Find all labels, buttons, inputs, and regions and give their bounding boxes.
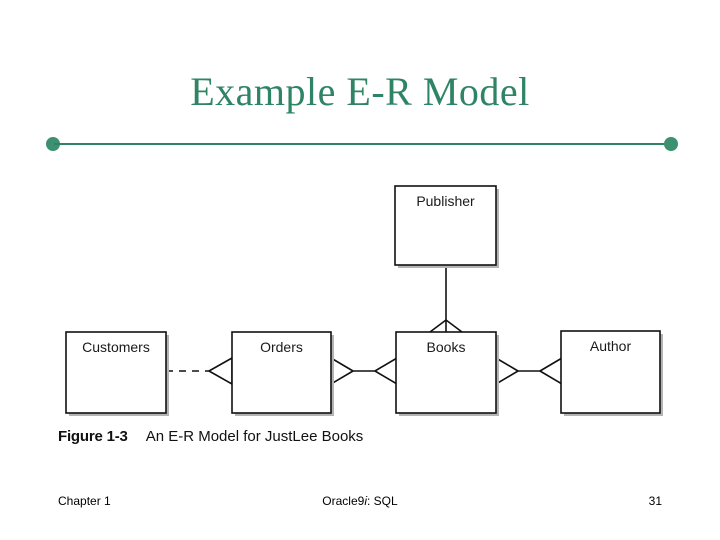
divider-dot-left-icon (46, 137, 60, 151)
relationship-customers-orders (166, 357, 233, 385)
relationship-orders-books (330, 357, 398, 385)
entity-author[interactable]: Author (560, 330, 663, 416)
title-divider (46, 135, 680, 153)
figure-caption: Figure 1-3 An E-R Model for JustLee Books (58, 428, 363, 445)
entity-customers[interactable]: Customers (65, 331, 169, 416)
divider-line (54, 143, 672, 145)
entity-books[interactable]: Books (395, 331, 499, 416)
entity-label-orders: Orders (260, 339, 303, 355)
footer-chapter-label: Chapter 1 (58, 494, 111, 508)
entity-label-books: Books (427, 339, 466, 355)
footer-product-label: Oracle9i: SQL (0, 494, 720, 508)
relationship-books-author (495, 357, 563, 385)
relationship-publisher-books (429, 265, 463, 333)
entity-label-customers: Customers (82, 339, 150, 355)
footer-product-version-suffix: i (364, 494, 367, 508)
page-title: Example E-R Model (190, 69, 530, 114)
er-diagram: Publisher Customers Orders Books Author (0, 170, 720, 460)
footer-product-name: Oracle9 (322, 494, 365, 508)
figure-caption-text: An E-R Model for JustLee Books (145, 428, 364, 445)
slide-footer: Chapter 1 Oracle9i: SQL 31 (0, 494, 720, 514)
entity-label-publisher: Publisher (416, 193, 475, 209)
footer-page-number: 31 (648, 494, 662, 508)
entity-publisher[interactable]: Publisher (394, 185, 499, 268)
entity-label-author: Author (590, 338, 632, 354)
divider-dot-right-icon (664, 137, 678, 151)
footer-product-tail: : SQL (367, 494, 398, 508)
figure-caption-number: Figure 1-3 (58, 428, 128, 445)
entity-orders[interactable]: Orders (231, 331, 334, 416)
